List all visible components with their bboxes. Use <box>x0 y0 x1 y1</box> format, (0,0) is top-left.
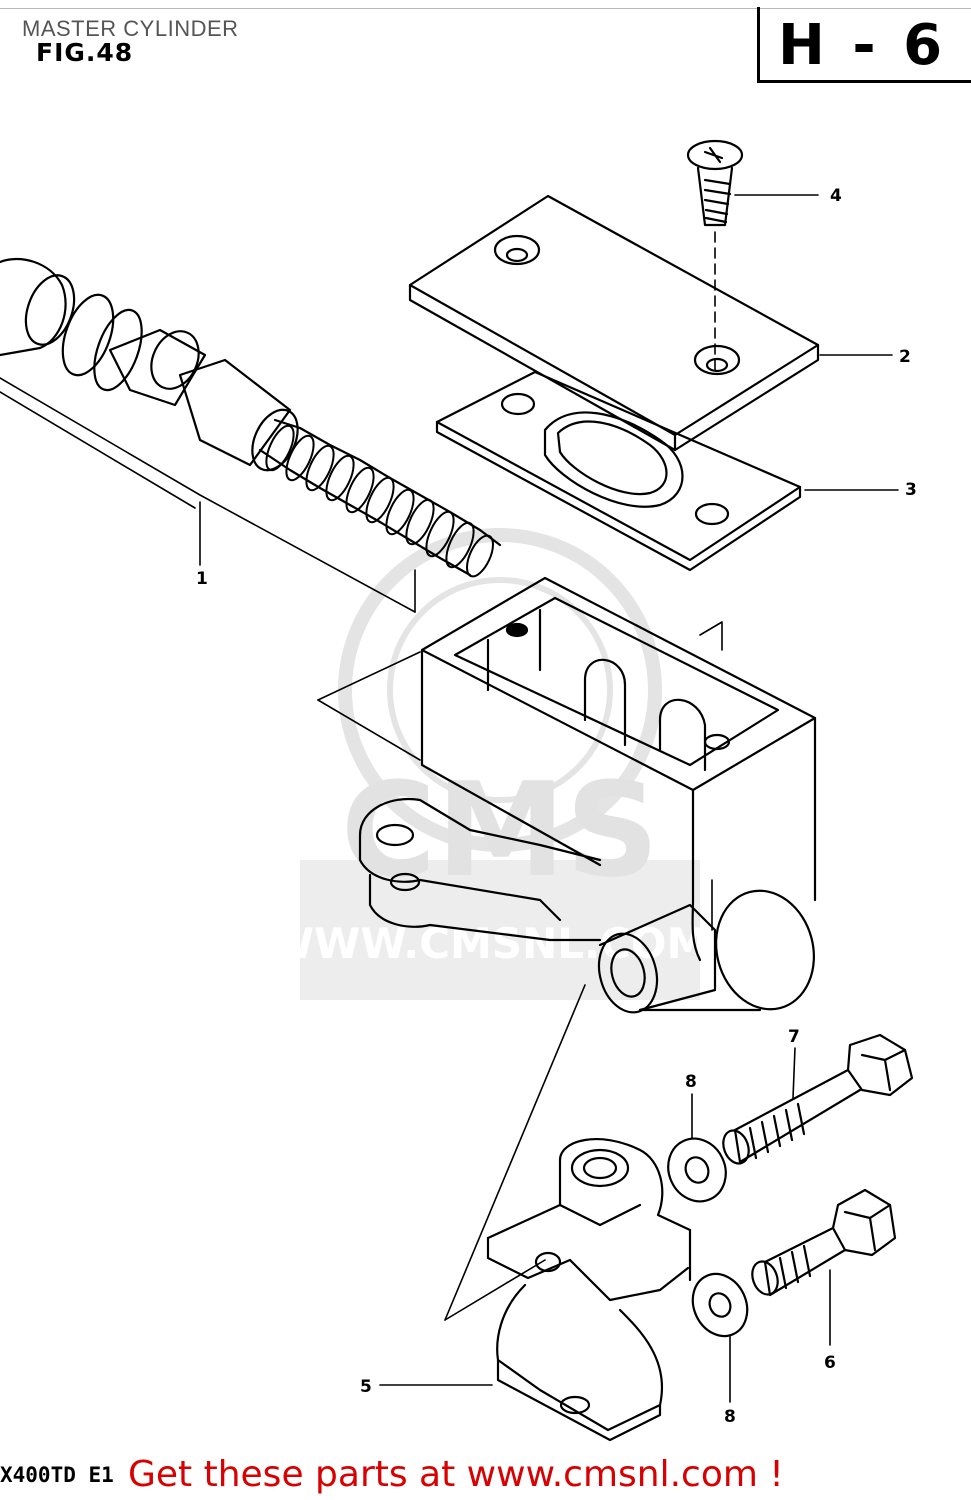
long-bolt-part <box>722 1033 914 1165</box>
callout-6: 6 <box>824 1353 836 1373</box>
watermark-logo: CMS <box>341 754 659 906</box>
callout-7: 7 <box>788 1027 800 1047</box>
callout-8-lower: 8 <box>724 1407 736 1427</box>
page-reference-box: H - 6 <box>757 7 971 83</box>
model-code: X400TD E1 <box>0 1463 114 1487</box>
callout-1: 1 <box>196 569 208 589</box>
callout-3: 3 <box>905 480 917 500</box>
page-title: MASTER CYLINDER <box>22 16 239 41</box>
washer-lower-part <box>691 1272 749 1338</box>
callout-8-upper: 8 <box>685 1072 697 1092</box>
cms-watermark: CMS WWW.CMSNL.COM <box>268 528 709 1000</box>
page-reference: H - 6 <box>778 13 947 78</box>
callout-4: 4 <box>830 186 842 206</box>
figure-number: FIG.48 <box>36 38 134 67</box>
clamp-holder-part <box>486 1138 692 1442</box>
buy-parts-link[interactable]: Get these parts at www.cmsnl.com ! <box>128 1454 784 1495</box>
diaphragm-gasket-part <box>435 370 802 572</box>
reservoir-cap-part <box>408 194 820 452</box>
callout-2: 2 <box>899 347 911 367</box>
cap-screw-part <box>686 139 744 371</box>
callout-5: 5 <box>360 1377 372 1397</box>
washer-upper-part <box>667 1137 727 1203</box>
short-bolt-part <box>751 1188 897 1297</box>
master-cylinder-body-part <box>317 576 817 1321</box>
top-rule <box>0 8 971 9</box>
leader-lines <box>379 194 899 1403</box>
piston-assembly-part <box>0 257 502 613</box>
watermark-url: WWW.CMSNL.COM <box>268 919 709 968</box>
